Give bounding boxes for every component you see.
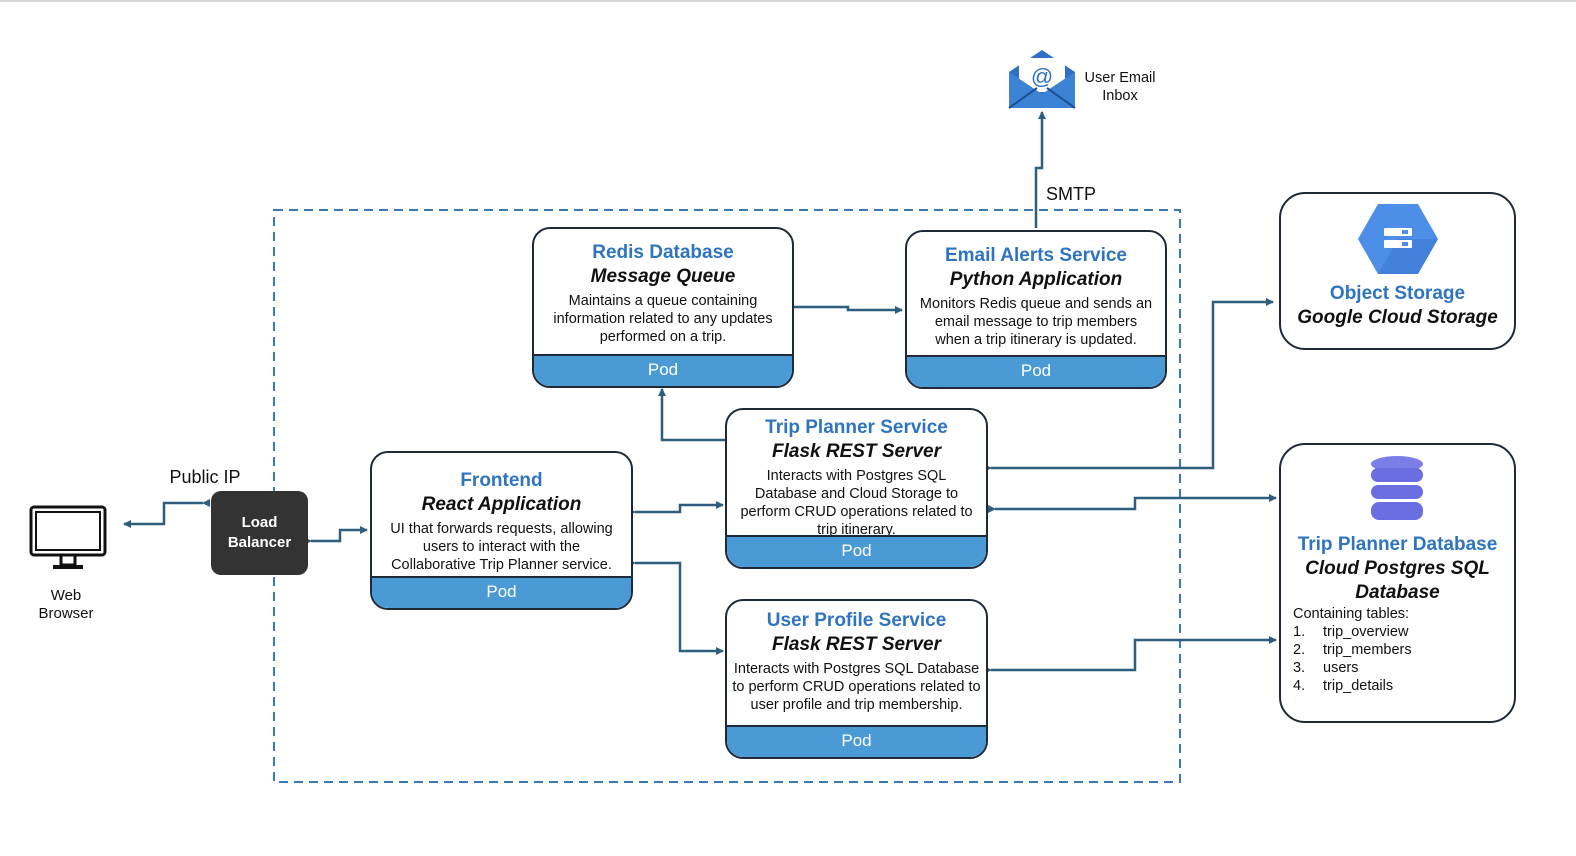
table-row: 1.trip_overview	[1293, 624, 1409, 640]
table-row: 4.trip_details	[1293, 678, 1394, 694]
user-db-connector	[984, 636, 1277, 674]
email-service-subtitle: Python Application	[949, 269, 1123, 290]
frontend-box: Frontend React Application UI that forwa…	[370, 451, 633, 610]
trip-db-tables-list: Containing tables: 1.trip_overview 2.tri…	[1293, 605, 1412, 695]
trip-storage-connector	[984, 298, 1274, 472]
email-smtp-connector	[1034, 111, 1046, 228]
load-balancer: Load Balancer	[211, 491, 308, 575]
frontend-trip-connector	[628, 501, 724, 516]
database-icon	[1369, 455, 1425, 523]
user-service-subtitle: Flask REST Server	[772, 634, 941, 655]
lb-frontend-connector	[304, 526, 368, 545]
redis-title: Redis Database	[592, 242, 734, 263]
trip-db-box: Trip Planner Database Cloud Postgres SQL…	[1279, 443, 1516, 723]
email-inbox-label: User Email Inbox	[1084, 70, 1156, 104]
monitor-icon	[28, 505, 108, 575]
tables-header: Containing tables:	[1293, 606, 1410, 622]
object-storage-title: Object Storage	[1329, 283, 1466, 304]
trip-db-subtitle: Cloud Postgres SQL Database	[1305, 558, 1490, 603]
redis-box: Redis Database Message Queue Maintains a…	[532, 227, 794, 388]
trip-service-title: Trip Planner Service	[765, 417, 948, 438]
email-envelope-icon: @	[1007, 48, 1077, 110]
trip-db-connector	[988, 494, 1277, 513]
frontend-user-connector	[628, 559, 724, 655]
cloud-storage-icon	[1358, 202, 1438, 276]
user-service-pod-bar: Pod	[727, 725, 986, 757]
trip-db-title: Trip Planner Database	[1297, 534, 1498, 555]
user-service-title: User Profile Service	[766, 610, 947, 631]
frontend-title: Frontend	[460, 470, 543, 491]
top-divider	[0, 0, 1576, 2]
user-service-box: User Profile Service Flask REST Server I…	[725, 599, 988, 759]
redis-email-connector	[794, 305, 903, 314]
svg-text:@: @	[1031, 64, 1053, 89]
frontend-subtitle: React Application	[421, 494, 582, 515]
frontend-pod-bar: Pod	[372, 576, 631, 608]
redis-pod-bar: Pod	[534, 354, 792, 386]
trip-service-pod-bar: Pod	[727, 535, 986, 567]
trip-service-subtitle: Flask REST Server	[772, 441, 941, 462]
email-service-title: Email Alerts Service	[944, 245, 1127, 266]
public-ip-label: Public IP	[169, 467, 241, 487]
browser-lb-connector	[123, 499, 210, 528]
redis-subtitle: Message Queue	[590, 266, 736, 287]
object-storage-box: Object Storage Google Cloud Storage	[1279, 192, 1516, 350]
web-browser-label: Web Browser	[38, 587, 94, 622]
table-row: 2.trip_members	[1293, 642, 1412, 658]
table-row: 3.users	[1293, 660, 1359, 676]
trip-redis-connector	[658, 388, 725, 442]
email-service-box: Email Alerts Service Python Application …	[905, 230, 1167, 389]
email-service-pod-bar: Pod	[907, 355, 1165, 387]
trip-service-box: Trip Planner Service Flask REST Server I…	[725, 408, 988, 569]
smtp-label: SMTP	[1045, 184, 1096, 204]
object-storage-subtitle: Google Cloud Storage	[1297, 307, 1498, 328]
